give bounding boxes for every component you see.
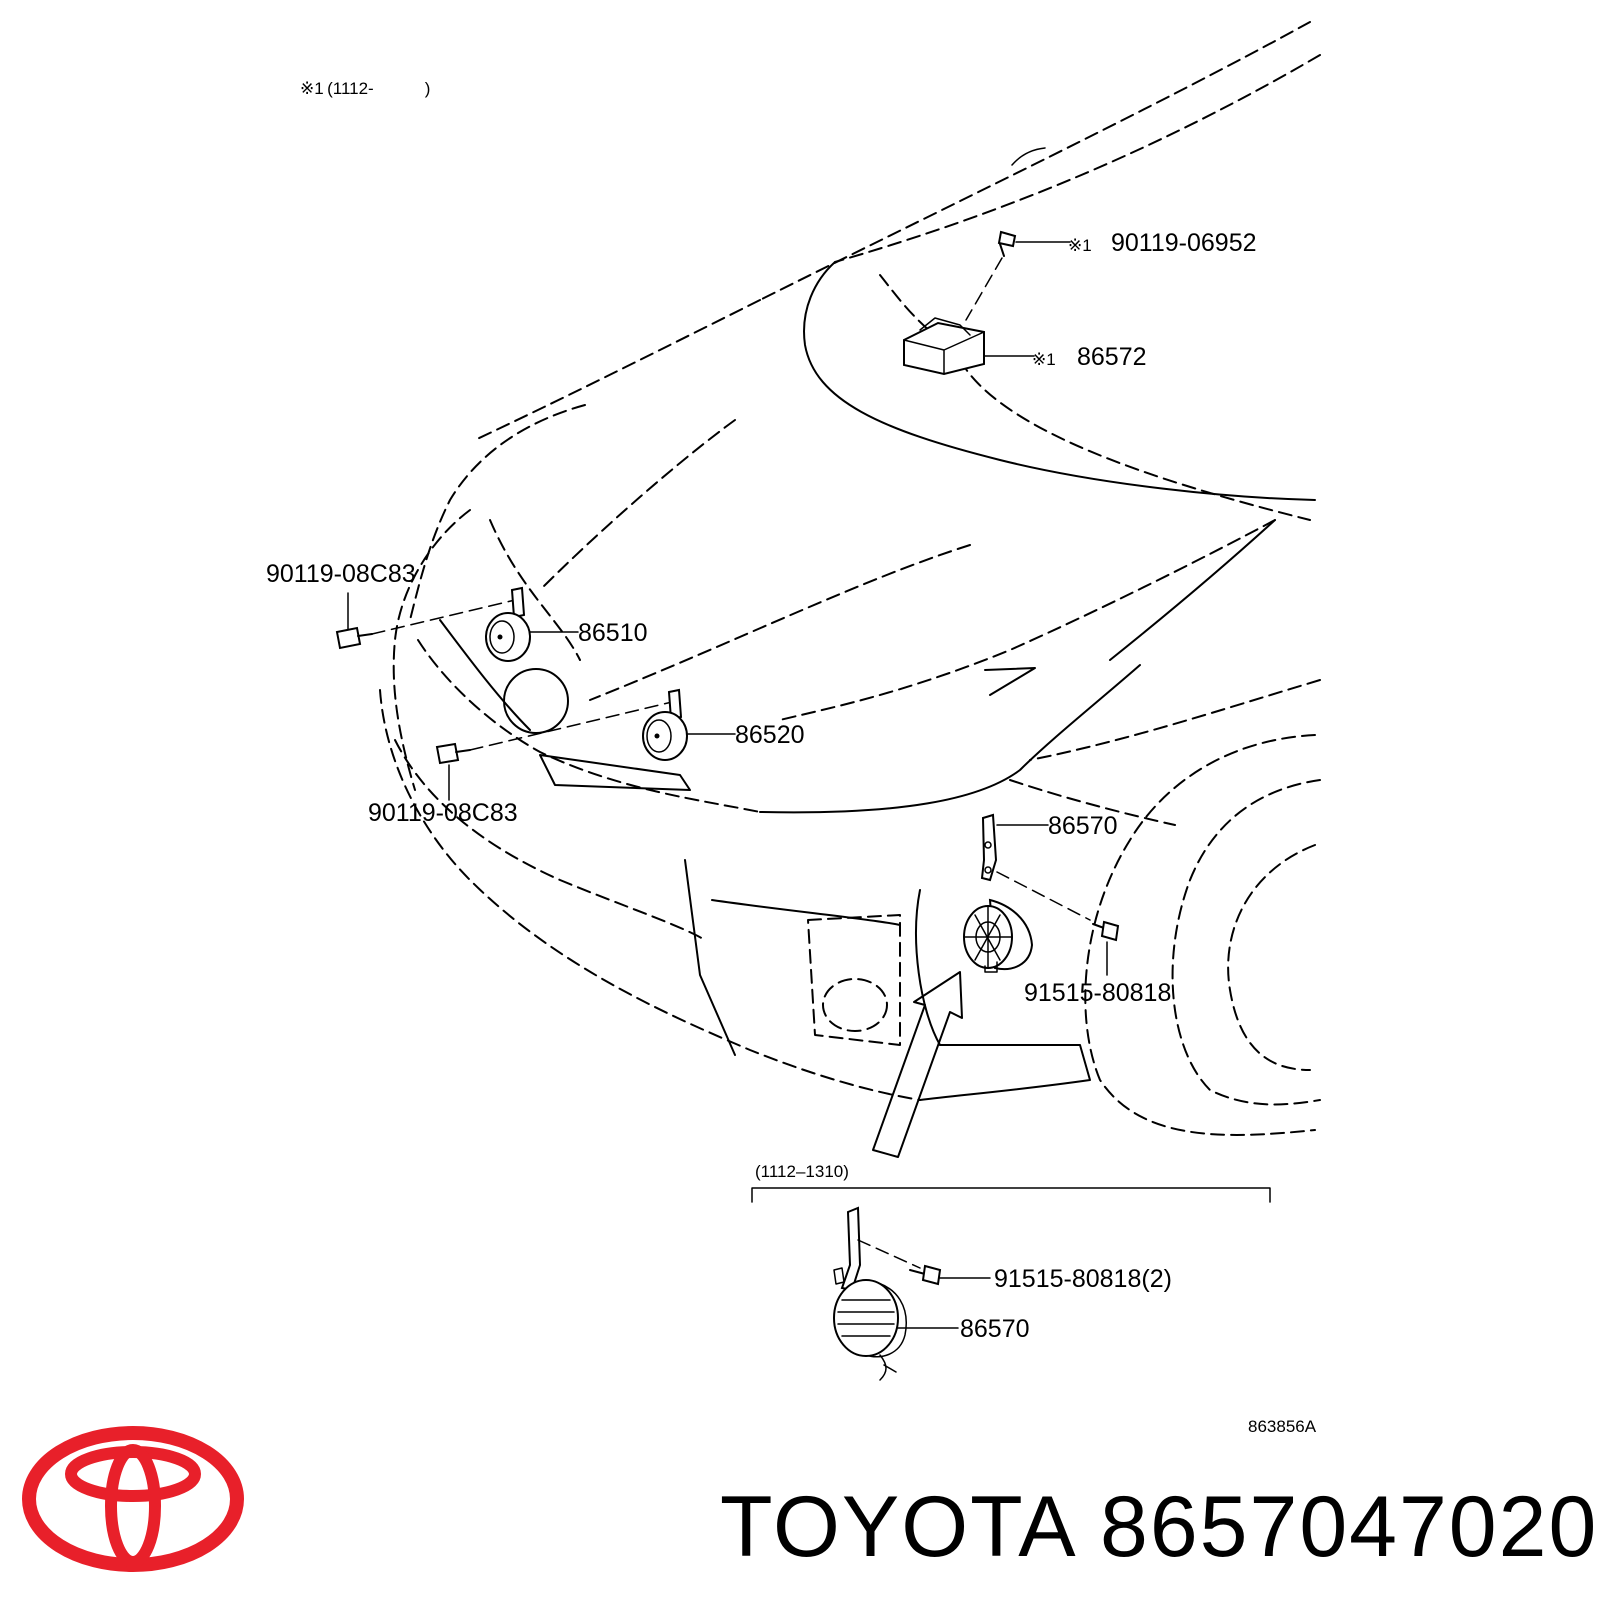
callout-inset-bolt: 91515-80818(2) [994,1265,1172,1293]
drawing-code: 863856A [1248,1417,1317,1436]
inset-bracket [751,1187,1271,1203]
arrow-to-inset-icon [872,971,963,1158]
inset-sounder-icon [833,1206,907,1381]
inset-bolt-icon [909,1264,942,1286]
callout-horn-low: 86520 [735,721,805,749]
part-number: 8657047020 [1100,1479,1599,1575]
callout-bolt-sounder: 91515-80818 [1024,979,1171,1007]
sounder-icon [963,813,1034,973]
bolt-sounder-icon [1092,920,1120,942]
bolt-top-icon [997,230,1017,257]
toyota-logo-icon [22,1426,244,1572]
inset-range-label: (1112–1310) [755,1162,849,1181]
ref-mark-module: ※1 [1032,350,1056,369]
callout-inset-sounder: 86570 [960,1315,1030,1343]
brand-name: TOYOTA [720,1479,1078,1575]
applicability-note: ※1 (1112- ) [300,79,430,98]
ref-mark-top: ※1 [1068,236,1092,255]
horn-low-icon [642,688,688,761]
callout-horn-high: 86510 [578,619,648,647]
module-86572 [903,317,985,376]
callout-bolt-top: 90119-06952 [1111,229,1257,257]
vehicle-outline [379,21,1321,1136]
horn-high-icon [485,586,531,662]
callout-bolt-left-upper: 90119-08C83 [266,560,416,588]
callout-sounder-bracket: 86570 [1048,812,1118,840]
bolt-left-upper-icon [335,626,373,650]
callout-module: 86572 [1077,343,1147,371]
callout-bolt-left-lower: 90119-08C83 [368,799,518,827]
bolt-left-lower-icon [435,742,471,765]
